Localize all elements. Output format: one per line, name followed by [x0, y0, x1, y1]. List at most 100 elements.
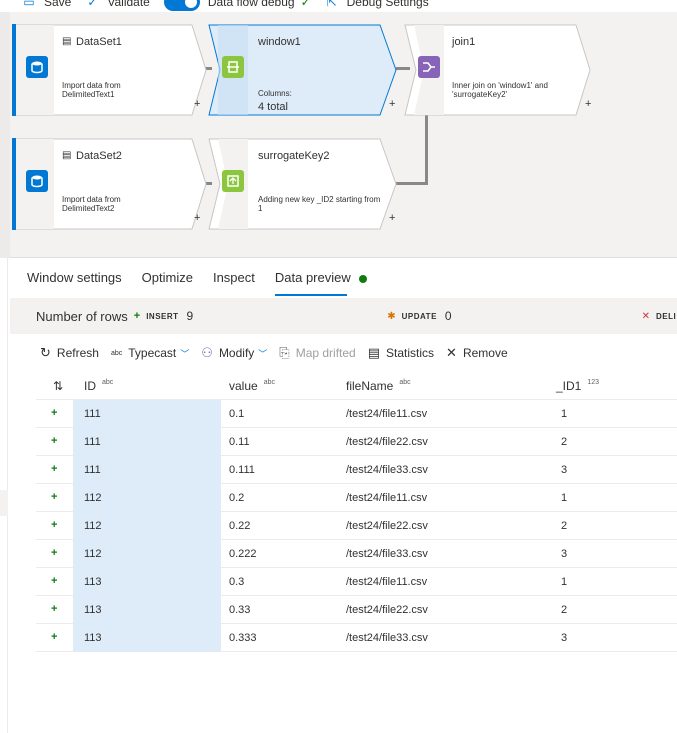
cell-value[interactable]: 0.33 [229, 604, 251, 616]
cell-id[interactable]: 113 [84, 576, 102, 588]
cell-id[interactable]: 113 [84, 604, 102, 616]
flow-canvas[interactable]: ▤ DataSet1 Import data from DelimitedTex… [0, 12, 677, 258]
id-column-highlight [73, 428, 221, 456]
connector-surrogate-join1-h [396, 182, 428, 185]
typecast-button[interactable]: abc Typecast ﹀ [110, 346, 190, 360]
cell-filename[interactable]: /test24/file33.csv [346, 464, 428, 476]
window-transform-icon [222, 56, 244, 78]
modify-button[interactable]: ⚇ Modify ﹀ [201, 345, 268, 360]
cell-id1[interactable]: 3 [561, 632, 568, 644]
tab-data-preview[interactable]: Data preview [274, 270, 367, 296]
add-transform-button[interactable]: + [194, 212, 201, 224]
cell-id[interactable]: 112 [84, 520, 102, 532]
tab-label: Data preview [274, 270, 351, 285]
cell-id[interactable]: 113 [84, 632, 102, 644]
cell-id1[interactable]: 2 [561, 436, 568, 448]
node-dataset1[interactable]: ▤ DataSet1 Import data from DelimitedTex… [12, 24, 207, 116]
cell-value[interactable]: 0.1 [229, 408, 245, 420]
type-badge: abc [263, 379, 275, 386]
cell-value[interactable]: 0.11 [229, 436, 250, 448]
node-title: surrogateKey2 [258, 150, 330, 162]
debug-settings-button[interactable]: ⇱ Debug Settings [325, 0, 429, 9]
delete-x-icon: ✕ [641, 310, 650, 322]
table-row[interactable]: +112 0.2/test24/file11.csv 1 [36, 484, 677, 512]
node-title: join1 [452, 36, 476, 48]
cell-filename[interactable]: /test24/file33.csv [346, 548, 428, 560]
validate-button[interactable]: ✓ Validate [85, 0, 150, 9]
update-star-icon: ✱ [387, 310, 396, 322]
top-toolbar: ▭ Save ✓ Validate Data flow debug ✓ ⇱ De… [0, 0, 677, 12]
node-title: window1 [258, 36, 301, 48]
debug-toggle[interactable]: Data flow debug ✓ [163, 0, 311, 11]
dataset1-title-icon: ▤ [62, 36, 72, 47]
cell-value[interactable]: 0.111 [229, 464, 255, 476]
modify-icon: ⚇ [201, 345, 213, 360]
cell-value[interactable]: 0.333 [229, 632, 257, 644]
panel-splitter[interactable] [0, 490, 8, 516]
cell-id[interactable]: 112 [84, 548, 102, 560]
add-transform-button[interactable]: + [389, 212, 396, 224]
cell-id[interactable]: 112 [84, 492, 102, 504]
cell-id1[interactable]: 3 [561, 464, 568, 476]
cell-filename[interactable]: /test24/file22.csv [346, 604, 428, 616]
node-shape [12, 24, 207, 116]
tab-window-settings[interactable]: Window settings [27, 270, 122, 285]
cell-id1[interactable]: 1 [561, 492, 568, 504]
toggle-switch[interactable] [163, 0, 200, 11]
cell-value[interactable]: 0.2 [229, 492, 245, 504]
refresh-button[interactable]: ↻ Refresh [40, 345, 99, 360]
table-row[interactable]: +111 0.11/test24/file22.csv 2 [36, 428, 677, 456]
cell-id1[interactable]: 1 [561, 576, 568, 588]
node-title: DataSet1 [76, 36, 122, 48]
cell-id[interactable]: 111 [84, 408, 101, 420]
cell-id[interactable]: 111 [84, 436, 101, 448]
cell-id1[interactable]: 1 [561, 408, 568, 420]
node-dataset2[interactable]: ▤ DataSet2 Import data from DelimitedTex… [12, 138, 207, 230]
node-window1[interactable]: window1 Columns: 4 total + [208, 24, 403, 116]
cell-filename[interactable]: /test24/file33.csv [346, 632, 428, 644]
cell-filename[interactable]: /test24/file22.csv [346, 436, 428, 448]
cell-value[interactable]: 0.3 [229, 576, 245, 588]
map-drifted-button[interactable]: ⎘ Map drifted [279, 345, 356, 360]
cell-id[interactable]: 111 [84, 464, 101, 476]
node-join1[interactable]: join1 Inner join on 'window1' and 'surro… [404, 24, 599, 116]
table-body: +111 0.1/test24/file11.csv 1 +111 0.11/test2… [36, 400, 677, 652]
cell-filename[interactable]: /test24/file11.csv [346, 408, 428, 420]
insert-row-icon: + [51, 435, 58, 447]
id-column-highlight [73, 624, 221, 652]
node-surrogatekey2[interactable]: surrogateKey2 Adding new key _ID2 starti… [208, 138, 403, 230]
insert-row-icon: + [51, 491, 58, 503]
add-transform-button[interactable]: + [585, 98, 592, 110]
save-button[interactable]: ▭ Save [22, 0, 71, 9]
cell-value[interactable]: 0.22 [229, 520, 251, 532]
update-count: 0 [444, 309, 452, 323]
tab-inspect[interactable]: Inspect [212, 270, 255, 285]
add-transform-button[interactable]: + [194, 98, 201, 110]
settings-icon: ⇱ [326, 0, 337, 9]
remove-button[interactable]: ✕ Remove [446, 345, 508, 360]
node-description-value: 4 total [258, 101, 288, 113]
cell-id1[interactable]: 2 [561, 520, 568, 532]
node-description: Import data from DelimitedText1 [62, 81, 121, 99]
cell-id1[interactable]: 3 [561, 548, 568, 560]
cell-value[interactable]: 0.222 [229, 548, 257, 560]
cell-filename[interactable]: /test24/file22.csv [346, 520, 428, 532]
cell-filename[interactable]: /test24/file11.csv [346, 492, 428, 504]
statistics-button[interactable]: ▤ Statistics [367, 345, 435, 360]
add-transform-button[interactable]: + [389, 98, 396, 110]
tab-optimize[interactable]: Optimize [141, 270, 193, 285]
cell-filename[interactable]: /test24/file11.csv [346, 576, 428, 588]
sort-icon[interactable]: ⇅ [53, 379, 64, 393]
cell-id1[interactable]: 2 [561, 604, 568, 616]
